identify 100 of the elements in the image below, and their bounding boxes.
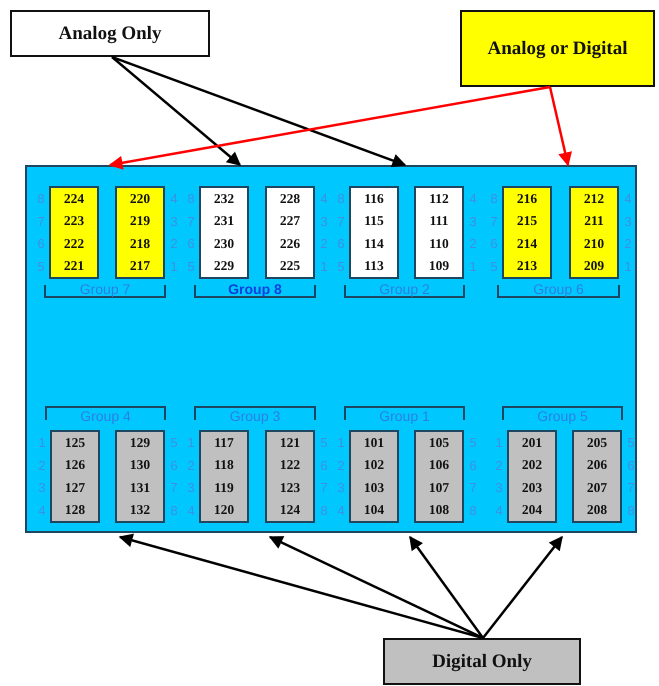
pin-index: 1 — [186, 434, 196, 452]
pin-number: 201 — [522, 434, 542, 452]
pin-index: 1 — [494, 434, 504, 452]
group-label: Group 3 — [230, 408, 280, 424]
pin-number: 111 — [430, 212, 448, 230]
pin-index: 8 — [169, 502, 179, 520]
connector-block — [265, 186, 315, 279]
pin-index: 1 — [468, 258, 478, 276]
pin-number: 109 — [428, 256, 450, 275]
pin-index: 8 — [319, 502, 329, 520]
pin-number: 219 — [130, 212, 150, 230]
pin-number: 204 — [522, 500, 542, 519]
pin-index: 2 — [468, 235, 478, 253]
pin-number: 216 — [516, 190, 538, 208]
connector-block — [349, 430, 399, 523]
pin-index: 7 — [186, 212, 196, 230]
pin-number: 226 — [280, 234, 300, 253]
pin-number: 208 — [586, 500, 608, 519]
pin-index: 2 — [494, 456, 504, 474]
pin-number: 220 — [130, 190, 150, 208]
pin-number: 102 — [364, 456, 384, 474]
pin-number: 131 — [130, 478, 150, 497]
pin-index: 3 — [319, 212, 329, 230]
pin-number: 106 — [428, 456, 450, 474]
pin-number: 101 — [364, 434, 384, 452]
pin-number: 128 — [64, 500, 86, 519]
pin-index: 8 — [489, 190, 499, 208]
pin-index: 3 — [623, 212, 633, 230]
pin-number: 227 — [280, 212, 300, 230]
pin-number: 228 — [280, 190, 300, 208]
pin-number: 207 — [586, 478, 608, 497]
pin-index: 2 — [186, 456, 196, 474]
pin-number: 211 — [584, 212, 604, 230]
pin-index: 2 — [336, 456, 346, 474]
connector-block — [199, 430, 249, 523]
connector-block — [115, 430, 165, 523]
pin-index: 1 — [319, 258, 329, 276]
pin-number: 112 — [429, 190, 449, 208]
pin-number: 118 — [214, 456, 234, 474]
pin-index: 5 — [336, 258, 346, 276]
pin-number: 130 — [130, 456, 150, 474]
pin-number: 107 — [428, 478, 450, 497]
pin-index: 5 — [319, 434, 329, 452]
pin-number: 217 — [130, 256, 150, 275]
pin-index: 5 — [186, 258, 196, 276]
box-label: Digital Only — [432, 650, 532, 674]
connector-block — [49, 186, 99, 279]
pin-number: 117 — [214, 434, 234, 452]
group-label: Group 5 — [537, 408, 588, 424]
connector-block — [50, 430, 100, 523]
arrow — [108, 86, 550, 170]
connector-block — [569, 186, 619, 279]
label-box — [460, 10, 655, 87]
pin-number: 123 — [280, 478, 300, 497]
pin-index: 4 — [623, 190, 633, 208]
pin-index: 5 — [626, 434, 636, 452]
pin-index: 1 — [336, 434, 346, 452]
connector-block — [199, 186, 249, 279]
arrow — [112, 56, 406, 168]
pin-number: 120 — [214, 500, 234, 519]
pin-index: 7 — [468, 479, 478, 497]
pin-index: 5 — [489, 258, 499, 276]
pin-number: 229 — [214, 256, 234, 275]
pin-index: 5 — [169, 434, 179, 452]
pin-index: 8 — [626, 502, 636, 520]
pin-number: 121 — [280, 434, 300, 452]
pin-index: 7 — [489, 212, 499, 230]
pin-number: 124 — [280, 500, 300, 519]
pin-index: 7 — [626, 479, 636, 497]
arrow — [118, 534, 484, 640]
pin-index: 5 — [468, 434, 478, 452]
arrow — [408, 536, 484, 639]
pin-number: 122 — [280, 456, 300, 474]
group-label: Group 4 — [80, 408, 131, 424]
pin-number: 105 — [428, 434, 450, 452]
pin-index: 7 — [169, 479, 179, 497]
pin-number: 231 — [214, 212, 234, 230]
connector-block — [115, 186, 165, 279]
pin-number: 230 — [214, 234, 234, 253]
pin-index: 7 — [336, 212, 346, 230]
pin-number: 224 — [64, 190, 84, 208]
label-box — [10, 10, 210, 57]
pin-index: 6 — [186, 235, 196, 253]
pin-index: 8 — [468, 502, 478, 520]
pin-index: 4 — [319, 190, 329, 208]
arrow — [111, 56, 242, 166]
pin-index: 2 — [319, 235, 329, 253]
connector-block — [414, 186, 464, 279]
connector-block — [414, 430, 464, 523]
label-box — [383, 638, 581, 685]
box-label: Analog or Digital — [487, 36, 628, 60]
pin-index: 3 — [468, 212, 478, 230]
pin-index: 3 — [336, 479, 346, 497]
group-label: Group 1 — [379, 408, 430, 424]
pin-number: 223 — [64, 212, 84, 230]
pin-number: 203 — [522, 478, 542, 497]
pin-number: 213 — [516, 256, 538, 275]
pin-index: 3 — [186, 479, 196, 497]
pin-index: 4 — [494, 502, 504, 520]
pin-index: 2 — [169, 235, 179, 253]
